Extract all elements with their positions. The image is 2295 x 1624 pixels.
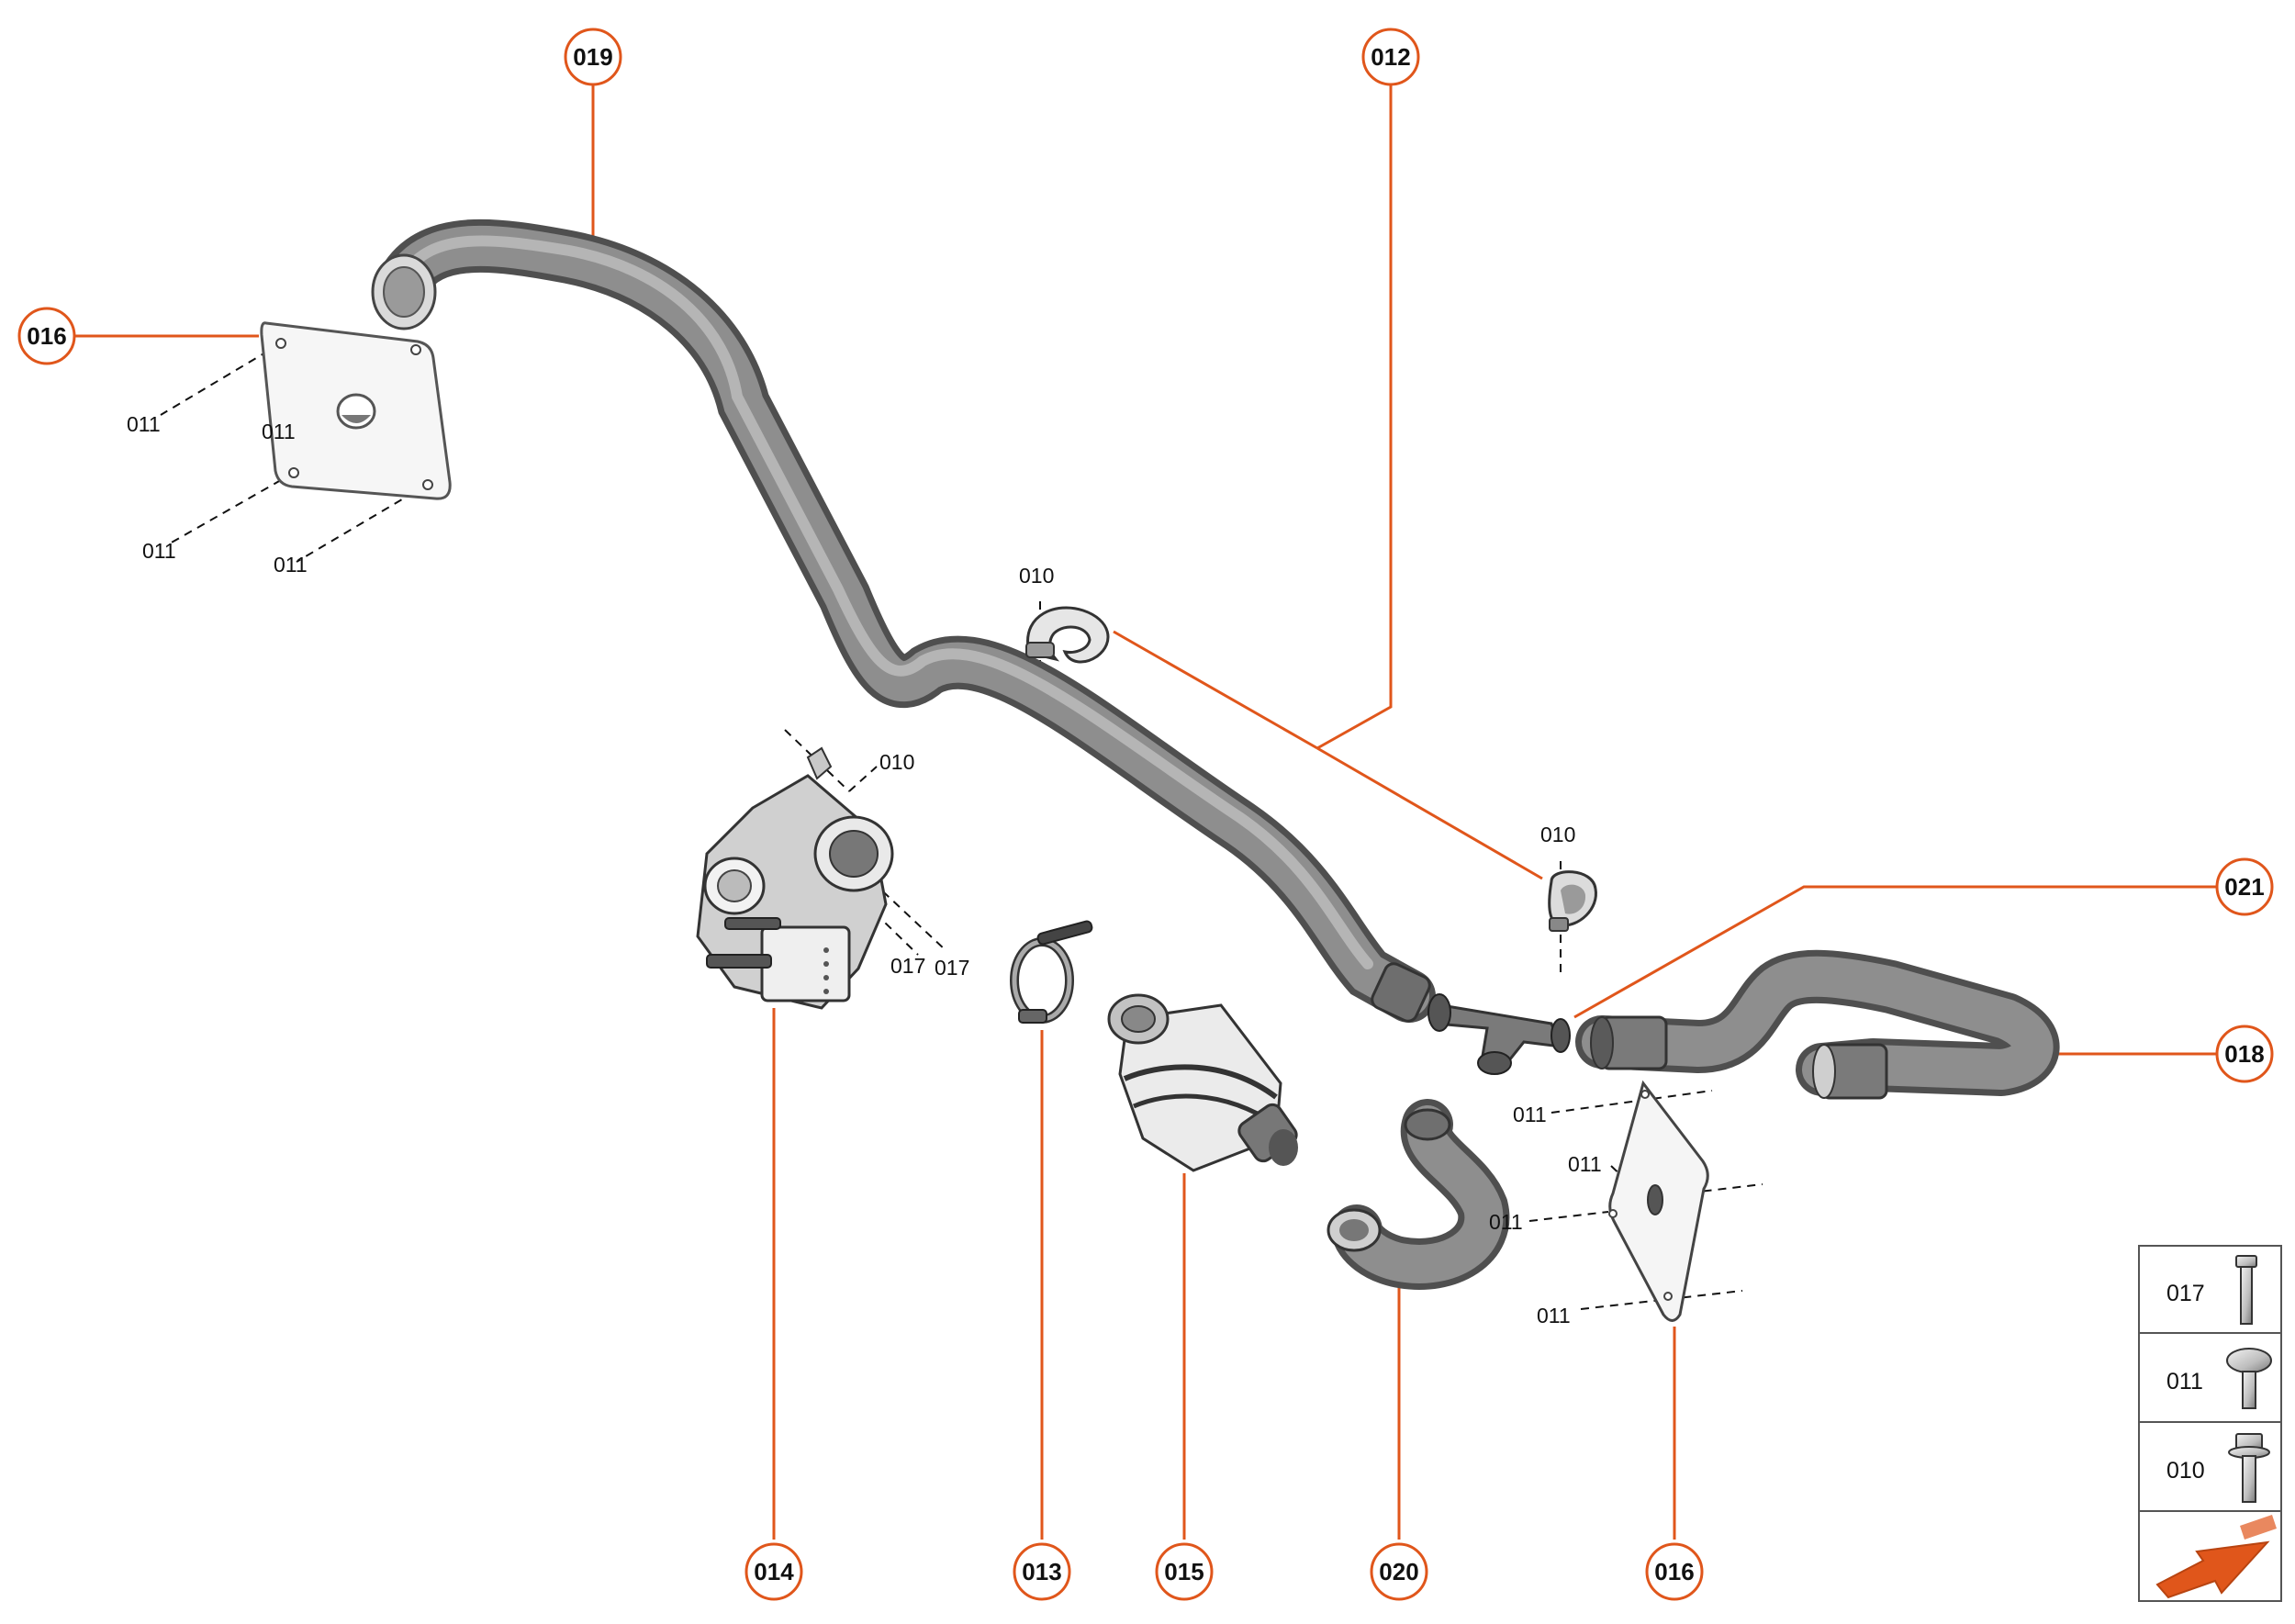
hose-clip-012 — [1025, 606, 1110, 664]
callout-020: 020 — [1370, 1542, 1428, 1601]
ref-011-h: 011 — [1537, 1304, 1571, 1327]
band-clamp-013 — [1010, 920, 1093, 1024]
long-bolt-icon — [2235, 1255, 2257, 1325]
svg-text:017: 017 — [2166, 1281, 2205, 1306]
legend-row-010: 010 — [2166, 1433, 2270, 1503]
leader-012-trunk — [1316, 84, 1393, 750]
reference-labels: 011 011 011 011 010 010 017 017 010 011 … — [127, 412, 1602, 1327]
ref-011-g: 011 — [1489, 1210, 1523, 1234]
filter-canister-015 — [1107, 993, 1298, 1172]
mounting-plate-016-bottom — [1608, 1080, 1709, 1322]
ref-011-c: 011 — [142, 539, 176, 563]
svg-text:014: 014 — [754, 1558, 794, 1585]
svg-text:018: 018 — [2224, 1040, 2264, 1068]
hose-018 — [1575, 949, 2060, 1100]
ref-011-e: 011 — [1513, 1103, 1547, 1126]
fastener-legend: 017 011 010 — [2138, 1245, 2282, 1602]
leader-021 — [1573, 885, 2217, 1019]
ref-017-a: 017 — [890, 954, 925, 978]
elbow-hose-020 — [1327, 1099, 1510, 1290]
callout-013: 013 — [1013, 1542, 1071, 1601]
ref-011-f: 011 — [1568, 1152, 1602, 1176]
callout-015: 015 — [1155, 1542, 1214, 1601]
ref-010-pump: 010 — [879, 750, 914, 774]
callout-016-left: 016 — [17, 307, 76, 365]
pan-head-screw-icon — [2226, 1348, 2272, 1409]
svg-text:019: 019 — [573, 43, 612, 71]
leader-012-clip — [1113, 630, 1318, 750]
y-connector-021 — [1427, 993, 1571, 1075]
svg-text:020: 020 — [1379, 1558, 1418, 1585]
svg-text:010: 010 — [2166, 1458, 2205, 1484]
svg-text:015: 015 — [1164, 1558, 1203, 1585]
svg-text:011: 011 — [2166, 1369, 2203, 1394]
legend-row-017: 017 — [2166, 1255, 2257, 1325]
hose-clamp-012 — [1548, 870, 1597, 932]
callout-021: 021 — [2215, 857, 2274, 916]
callout-016-bottom: 016 — [1645, 1542, 1704, 1601]
svg-text:016: 016 — [27, 322, 66, 350]
direction-arrow-icon — [2155, 1515, 2277, 1599]
callout-014: 014 — [744, 1542, 803, 1601]
svg-text:013: 013 — [1022, 1558, 1061, 1585]
callout-012: 012 — [1361, 28, 1420, 86]
flange-bolt-icon — [2228, 1433, 2270, 1503]
ref-011-a: 011 — [127, 412, 161, 436]
svg-text:012: 012 — [1371, 43, 1410, 71]
svg-text:021: 021 — [2224, 873, 2264, 901]
leader-lines — [72, 84, 2217, 1540]
ref-010-clamp: 010 — [1540, 823, 1575, 846]
svg-text:016: 016 — [1654, 1558, 1694, 1585]
ref-011-b: 011 — [262, 420, 296, 443]
mounting-plate-016-left — [260, 321, 452, 500]
pump-assembly-014 — [696, 746, 894, 1010]
ref-017-b: 017 — [935, 956, 969, 980]
ref-010-clip: 010 — [1019, 564, 1054, 588]
legend-row-011: 011 — [2166, 1348, 2272, 1409]
callout-018: 018 — [2215, 1025, 2274, 1083]
callout-019: 019 — [564, 28, 622, 86]
callout-circles: 019 012 016 021 018 014 013 015 — [17, 28, 2274, 1601]
leader-012-clamp — [1316, 746, 1543, 880]
hose-019 — [371, 218, 1436, 1023]
ref-011-d: 011 — [274, 553, 308, 577]
